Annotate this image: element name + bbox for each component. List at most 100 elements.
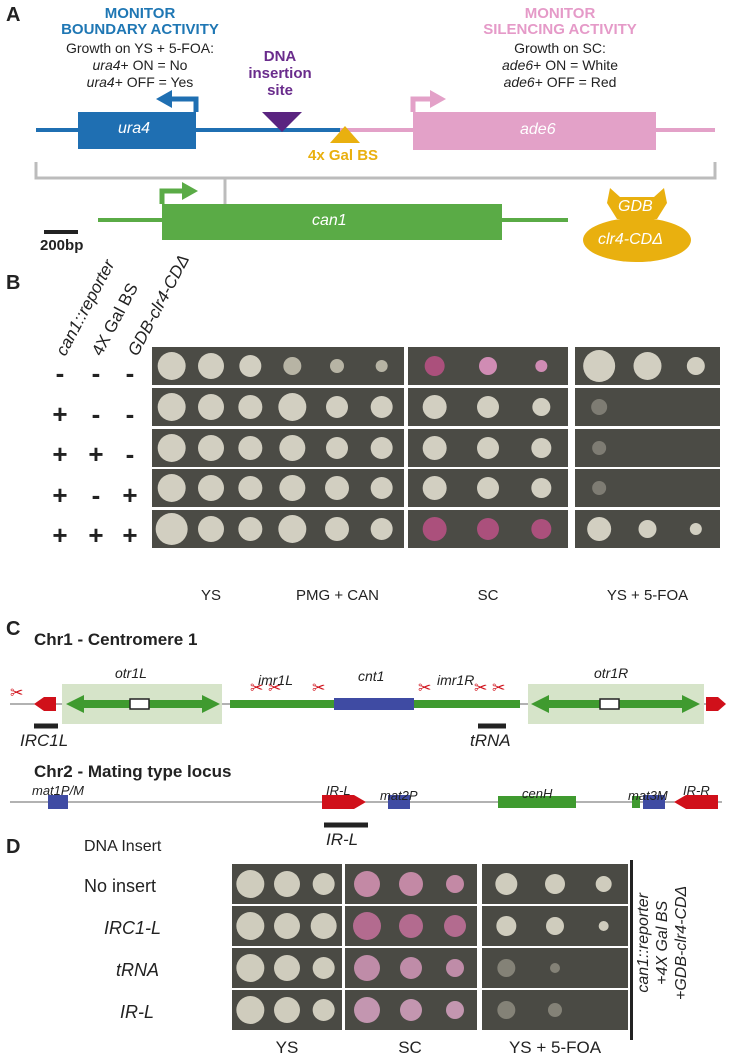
b-spot-r4-c0-1 bbox=[198, 516, 224, 542]
b-spot-r4-c3-0 bbox=[587, 517, 612, 541]
irc1l-label: IRC1L bbox=[20, 731, 69, 750]
silencing-on-gene: ade6 bbox=[502, 57, 534, 73]
b-spot-r2-c1-2 bbox=[370, 437, 393, 459]
trna-label: tRNA bbox=[470, 731, 511, 750]
b-spot-r2-c3-0 bbox=[592, 441, 607, 455]
d-side-label: can1::reporter +4X Gal BS +GDB-clr4-CDΔ bbox=[634, 886, 691, 1000]
b-sign-r2-c0: + bbox=[52, 439, 68, 469]
monitor-silencing-line1: MONITOR bbox=[524, 5, 596, 22]
d-col-sc: SC bbox=[398, 1038, 422, 1057]
can1-promoter-arrow bbox=[159, 188, 183, 204]
b-spot-r1-c1-2 bbox=[370, 396, 393, 418]
dna-insertion-line3: site bbox=[267, 82, 293, 99]
d-spot-r2-c1-0 bbox=[354, 955, 380, 981]
d-spot-r0-c2-2 bbox=[595, 876, 612, 892]
clr4-label: clr4-CDΔ bbox=[598, 231, 663, 248]
boundary-off-gene: ura4 bbox=[86, 74, 115, 90]
svg-text:✂: ✂ bbox=[250, 680, 263, 697]
b-sign-r0-c0: - bbox=[55, 358, 65, 388]
ade6-box bbox=[413, 112, 656, 150]
b-sign-r4-c0: + bbox=[52, 520, 68, 550]
b-spot-r1-c0-1 bbox=[198, 394, 224, 420]
b-spot-r4-c2-2 bbox=[531, 519, 552, 539]
b-spot-r4-c1-2 bbox=[370, 518, 393, 540]
d-spot-r3-c1-2 bbox=[446, 1001, 464, 1019]
b-sign-r2-c2: - bbox=[125, 439, 135, 469]
b-sign-r3-c0: + bbox=[52, 480, 68, 510]
dna-insertion-line2: insertion bbox=[248, 65, 312, 82]
mat2p-block bbox=[388, 795, 410, 809]
b-spot-r3-c1-0 bbox=[279, 475, 306, 501]
b-plate-r2-c3 bbox=[575, 429, 720, 467]
monitor-silencing-line2: SILENCING ACTIVITY bbox=[483, 21, 637, 38]
b-sign-r0-c2: - bbox=[125, 358, 135, 388]
svg-text:✂: ✂ bbox=[10, 685, 23, 702]
b-sign-r3-c1: - bbox=[91, 480, 101, 510]
b-spot-r4-c3-1 bbox=[638, 520, 657, 538]
monitor-silencing-text: Growth on SC: ade6+ ON = White ade6+ OFF… bbox=[450, 40, 670, 91]
imr1r-block bbox=[414, 700, 520, 708]
b-sign-r2-c1: + bbox=[88, 439, 104, 469]
d-spot-r3-c0-1 bbox=[274, 997, 300, 1023]
chr2-title: Chr2 - Mating type locus bbox=[34, 762, 232, 781]
cenh-label: cenH bbox=[522, 786, 553, 801]
b-sign-r3-c2: + bbox=[122, 480, 138, 510]
imr1l-block bbox=[230, 700, 334, 708]
d-spot-r1-c0-1 bbox=[274, 913, 300, 939]
b-spot-r2-c0-0 bbox=[157, 434, 186, 462]
panel-c-letter: C bbox=[6, 618, 21, 640]
silencing-on-text: + ON = White bbox=[533, 57, 618, 73]
ade6-promoter-arrow bbox=[410, 96, 432, 112]
d-row-irc1l: IRC1-L bbox=[104, 918, 162, 938]
b-spot-r4-c1-1 bbox=[325, 517, 349, 541]
d-side-label-3: +GDB-clr4-CDΔ bbox=[673, 885, 690, 1000]
irr-arrow bbox=[674, 795, 718, 809]
d-spot-r1-c2-0 bbox=[496, 916, 517, 936]
panel-a-letter: A bbox=[6, 4, 21, 26]
otr1l-label: otr1L bbox=[115, 665, 147, 681]
b-spot-r1-c2-0 bbox=[422, 395, 447, 419]
silencing-off-gene: ade6 bbox=[503, 74, 535, 90]
b-spot-r1-c0-0 bbox=[157, 393, 186, 421]
dna-insertion-heading: DNA insertion site bbox=[240, 48, 320, 99]
mat3m-block bbox=[643, 795, 665, 809]
mat1pm-block bbox=[48, 795, 68, 809]
b-plate-r1-c3 bbox=[575, 388, 720, 426]
b-spot-r3-c1-1 bbox=[325, 476, 349, 500]
b-spot-r4-c1-0 bbox=[278, 515, 307, 543]
d-side-label-1: can1::reporter bbox=[635, 893, 652, 993]
gdb-shape bbox=[607, 188, 667, 219]
d-spot-r2-c0-0 bbox=[236, 954, 265, 982]
can1-label: can1 bbox=[312, 212, 347, 229]
clr4-ellipse bbox=[583, 218, 691, 262]
b-spot-r0-c0-2 bbox=[239, 355, 262, 377]
irr-label: IR-R bbox=[683, 783, 710, 798]
b-spot-r0-c3-2 bbox=[686, 357, 705, 375]
b-spot-r4-c2-1 bbox=[477, 518, 499, 540]
d-side-bracket bbox=[630, 860, 633, 1040]
ura4-label: ura4 bbox=[118, 120, 151, 137]
otr1r-left-head bbox=[531, 695, 549, 713]
irl-label: IR-L bbox=[326, 783, 351, 798]
b-spot-r0-c0-0 bbox=[157, 352, 186, 380]
d-spot-r3-c1-1 bbox=[400, 999, 422, 1021]
silencing-growth-text: Growth on SC: bbox=[514, 40, 606, 56]
panel-c-diagram: ✂ ✂ ✂ ✂ ✂ ✂ ✂ bbox=[10, 680, 726, 828]
can1-arrowhead bbox=[182, 182, 198, 200]
b-spot-r0-c3-1 bbox=[633, 352, 662, 380]
otr1r-label: otr1R bbox=[594, 665, 629, 681]
b-spot-r1-c0-2 bbox=[238, 395, 263, 419]
b-spot-r3-c1-2 bbox=[370, 477, 393, 499]
panel-b-plates bbox=[152, 347, 720, 548]
gdb-label: GDB bbox=[618, 198, 653, 215]
d-spot-r3-c2-1 bbox=[548, 1003, 562, 1017]
otr1r-right-head bbox=[682, 695, 700, 713]
b-plate-r3-c3 bbox=[575, 469, 720, 507]
d-row-trna: tRNA bbox=[116, 960, 160, 980]
svg-text:✂: ✂ bbox=[492, 680, 505, 697]
b-spot-r1-c1-0 bbox=[278, 393, 307, 421]
d-spot-r0-c0-2 bbox=[312, 873, 335, 895]
dna-insertion-line1: DNA bbox=[263, 48, 297, 65]
d-spot-r1-c2-2 bbox=[598, 921, 609, 931]
b-spot-r0-c2-2 bbox=[535, 360, 548, 372]
